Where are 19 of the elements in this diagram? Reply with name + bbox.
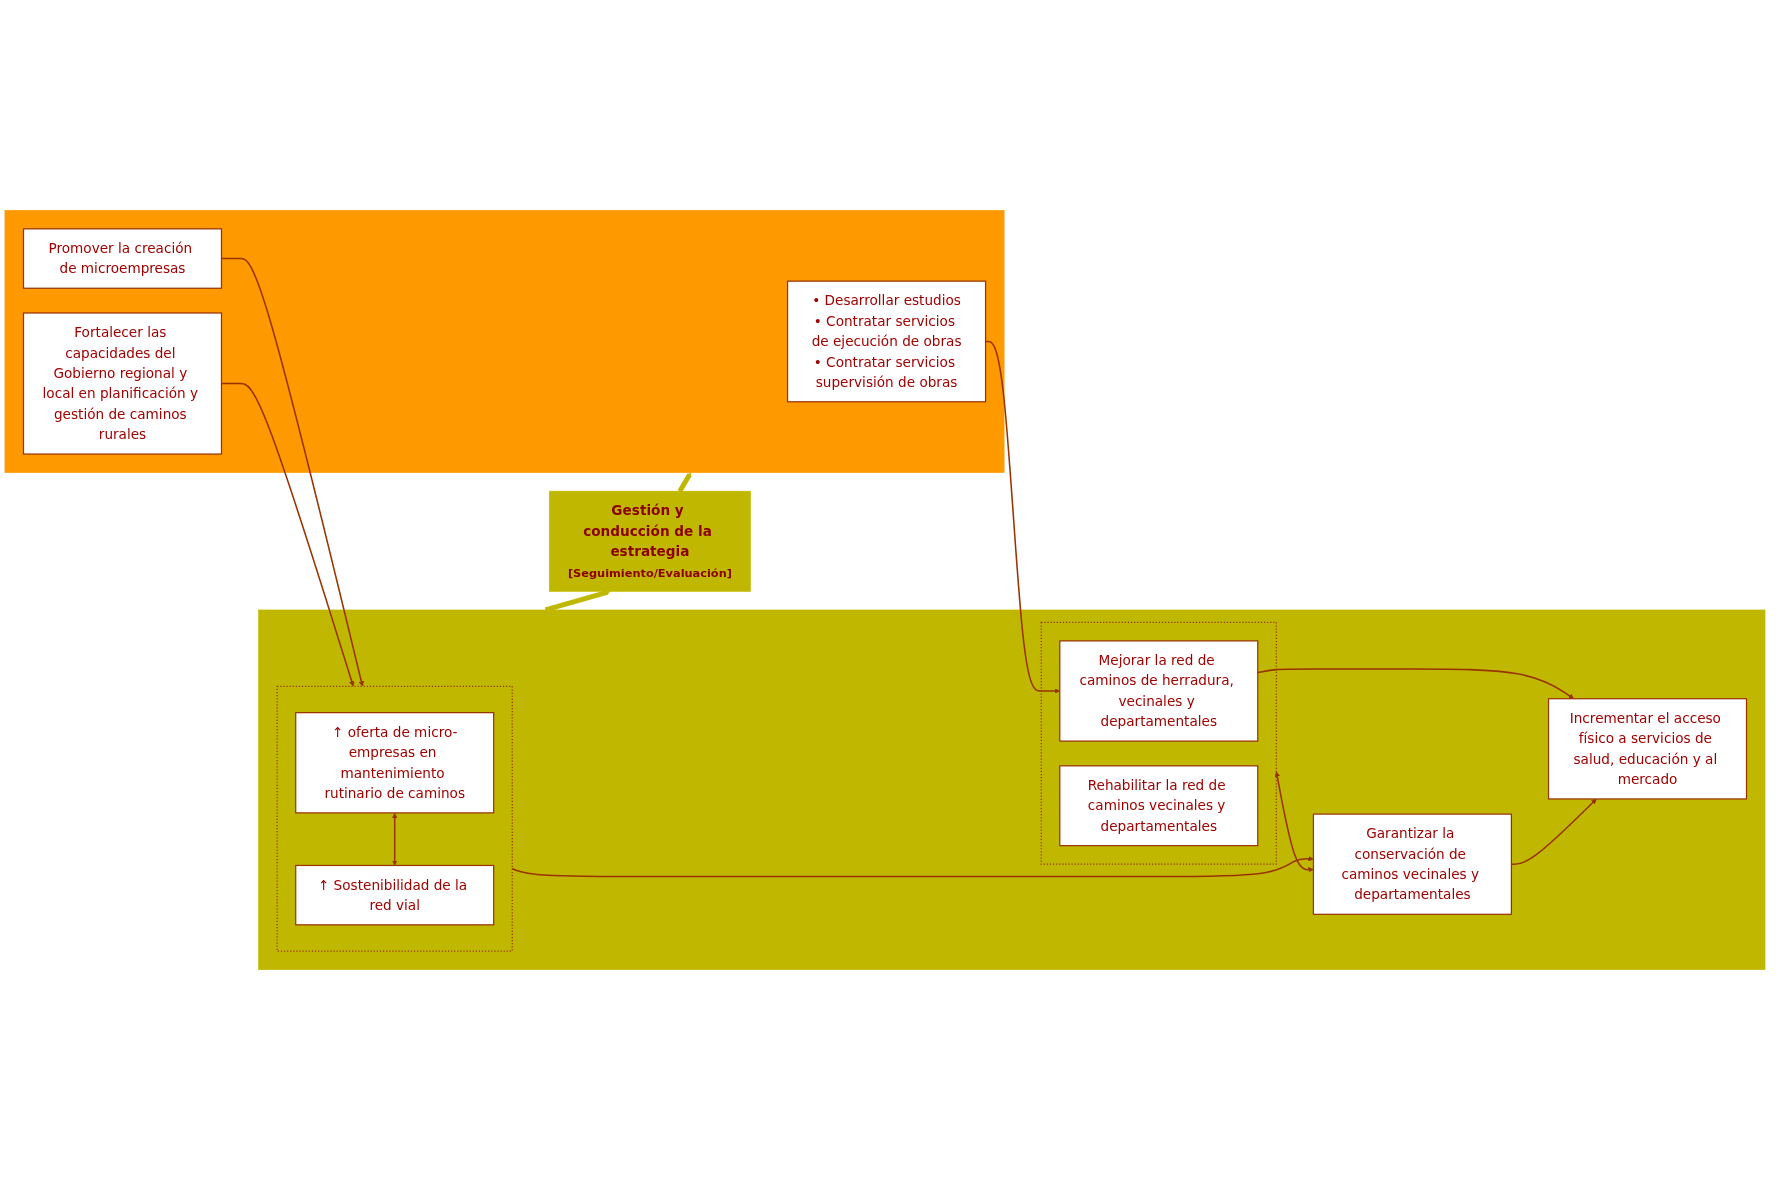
arrow (1257, 668, 1574, 699)
node-box: Gestión y conducción de la estrategia [Seguimiento/Evaluación] (549, 490, 751, 592)
node-box: Fortalecer las capacidades del Gobierno regional y local en planificación y gestión de caminos rurales (22, 312, 223, 455)
node-box: Mejorar la red de caminos de herradura, vecinales y departamentales (1059, 640, 1259, 742)
node-box: Incrementar el acceso físico a servicios de salud, educación y al mercado (1547, 698, 1748, 800)
cluster (276, 685, 513, 952)
cluster (258, 609, 1766, 970)
node-box: Promover la creación de microempresas (22, 228, 223, 289)
cluster (1040, 621, 1277, 865)
node-box: ↑ Sostenibilidad de la red vial (295, 864, 495, 926)
arrow (511, 856, 1314, 878)
node-box: • Desarrollar estudios • Contratar servicios de ejecución de obras • Contratar servicios supervisión de obras (786, 280, 987, 403)
arrow (392, 812, 398, 866)
arrow (1274, 771, 1314, 873)
node-box: Rehabilitar la red de caminos vecinales y departamentales (1059, 765, 1259, 847)
cluster (4, 210, 1005, 473)
node-box: Garantizar la conservación de caminos vecinales y departamentales (1312, 813, 1512, 915)
arrow (677, 472, 692, 493)
node-box: ↑ oferta de micro-empresas en mantenimiento rutinario de caminos (295, 712, 495, 814)
